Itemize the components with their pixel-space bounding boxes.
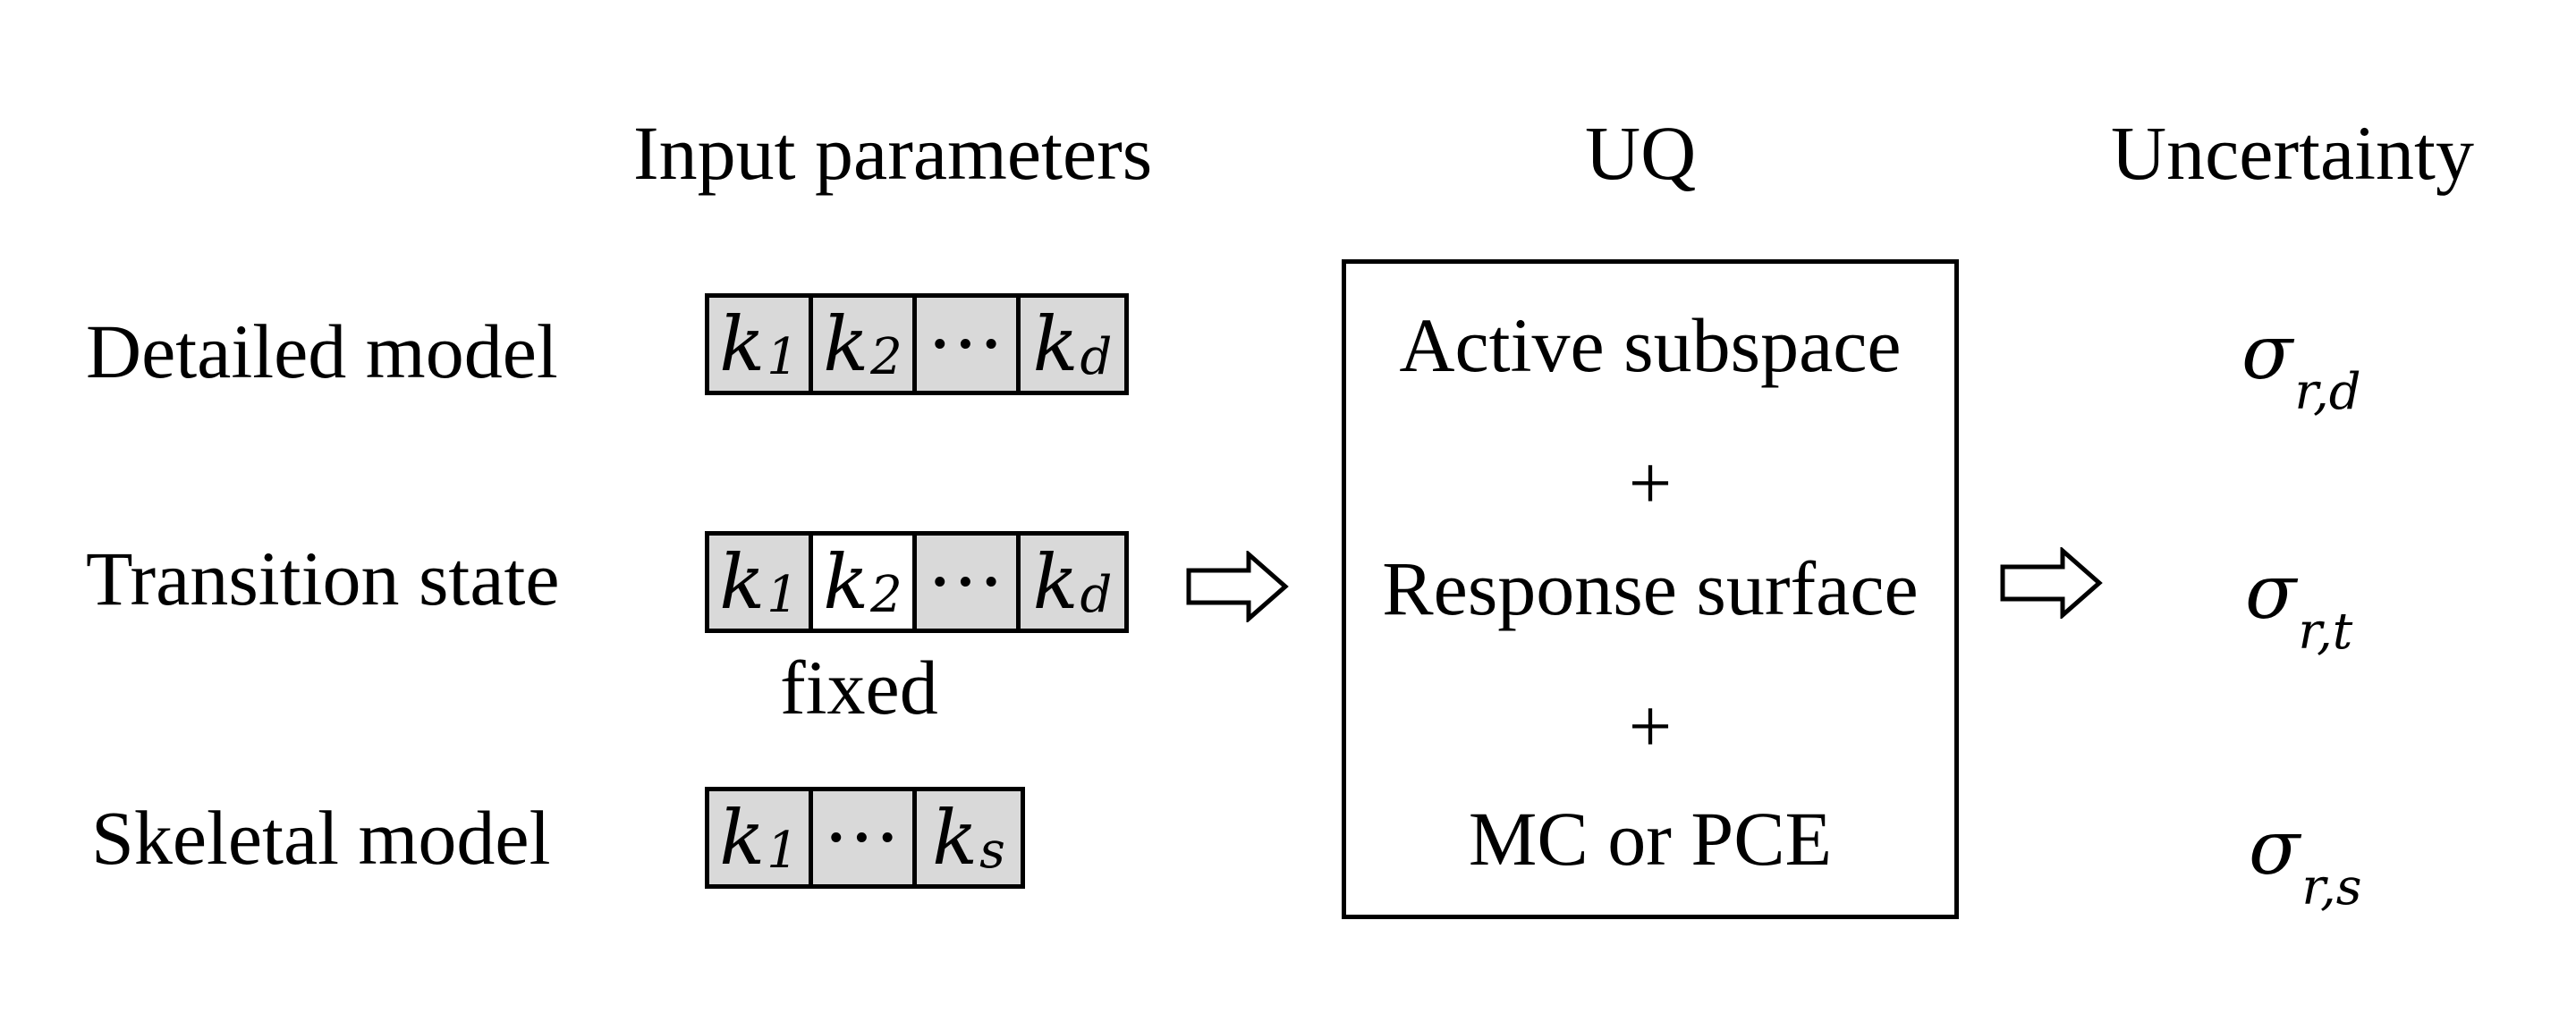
- sigma-r-t: σr,t: [2245, 548, 2353, 661]
- uq-method-box: Active subspace + Response surface + MC …: [1342, 259, 1959, 919]
- response-surface-text: Response surface: [1382, 545, 1919, 631]
- plus-sign: +: [1628, 440, 1673, 526]
- row-label-skeletal-model: Skeletal model: [91, 795, 551, 881]
- param-cell-ellipsis: ···: [917, 298, 1021, 391]
- right-arrow-icon: [1186, 551, 1289, 622]
- param-cell-ellipsis: ···: [917, 536, 1021, 629]
- sigma-r-s: σr,s: [2249, 804, 2362, 916]
- fixed-label: fixed: [780, 645, 938, 730]
- input-parameters-header: Input parameters: [633, 110, 1153, 196]
- active-subspace-text: Active subspace: [1399, 302, 1902, 388]
- param-cell-ellipsis: ···: [813, 791, 917, 884]
- row-label-detailed-model: Detailed model: [86, 308, 558, 394]
- row-label-transition-state: Transition state: [86, 536, 560, 621]
- mc-or-pce-text: MC or PCE: [1468, 796, 1833, 882]
- plus-sign: +: [1628, 683, 1673, 769]
- uq-header: UQ: [1585, 110, 1697, 196]
- uncertainty-header: Uncertainty: [2111, 110, 2474, 196]
- sigma-r-d: σr,d: [2241, 308, 2361, 421]
- right-arrow-icon: [2000, 547, 2103, 619]
